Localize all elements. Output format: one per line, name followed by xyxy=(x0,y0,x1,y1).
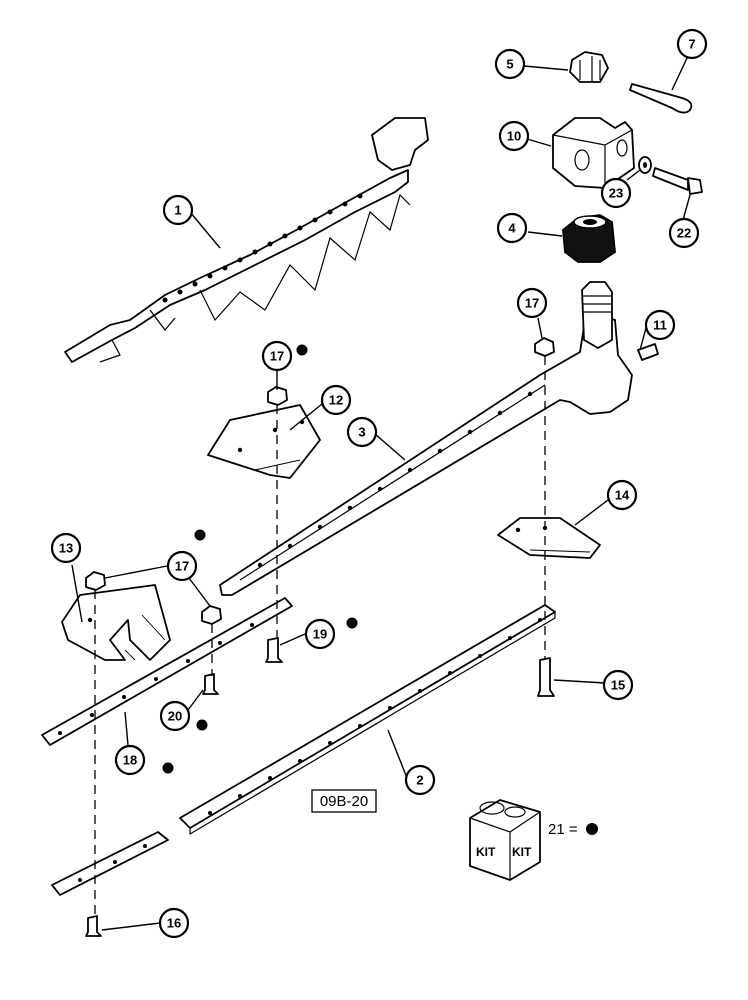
callout-number: 23 xyxy=(609,186,623,201)
knife-section-right xyxy=(497,517,601,559)
callout-18: 18 xyxy=(114,744,146,776)
sickle-assembly xyxy=(64,117,429,363)
clamp-block xyxy=(552,117,635,189)
nut-right xyxy=(534,337,555,357)
ledger-plate xyxy=(61,584,171,661)
callout-number: 17 xyxy=(175,559,189,574)
callout-7: 7 xyxy=(676,28,708,60)
back-bar-left xyxy=(41,597,293,746)
callout-13: 13 xyxy=(50,532,82,564)
callout-number: 17 xyxy=(525,296,539,311)
callout-number: 13 xyxy=(59,541,73,556)
main-bar-holes xyxy=(208,618,542,815)
callout-5: 5 xyxy=(494,48,526,80)
washer xyxy=(638,156,652,174)
hex-bolt xyxy=(652,167,703,195)
back-bar-left-holes xyxy=(58,623,254,735)
callout-number: 10 xyxy=(507,129,521,144)
alignment-lines xyxy=(94,356,546,918)
bar-holes xyxy=(257,391,533,568)
callout-10: 10 xyxy=(498,120,530,152)
kit-legend-bullet xyxy=(586,823,598,835)
callout-number: 22 xyxy=(677,226,691,241)
knife-section-upper xyxy=(207,404,321,479)
bar-extension xyxy=(51,831,169,896)
callout-number: 2 xyxy=(416,773,423,788)
castle-nut xyxy=(569,51,609,83)
callout-number: 7 xyxy=(688,37,695,52)
callout-number: 18 xyxy=(123,753,137,768)
rivet-15 xyxy=(537,657,555,697)
callout-3: 3 xyxy=(346,416,378,448)
callout-22: 22 xyxy=(668,217,700,249)
callout-number: 4 xyxy=(508,221,516,236)
callout-number: 14 xyxy=(615,488,630,503)
callout-number: 15 xyxy=(611,678,625,693)
kit-label-left: KIT xyxy=(476,845,496,859)
callout-number: 12 xyxy=(329,393,343,408)
grease-fitting xyxy=(637,343,659,361)
callout-19: 19 xyxy=(304,618,336,650)
nut-upper xyxy=(267,386,288,406)
callout-11: 11 xyxy=(644,309,676,341)
callout-17: 17 xyxy=(166,550,198,582)
main-bar xyxy=(179,604,556,836)
figure-reference-text: 09B-20 xyxy=(320,793,368,810)
callout-number: 5 xyxy=(506,57,513,72)
kit-label-right: KIT xyxy=(512,845,532,859)
figure-reference: 09B-20 xyxy=(311,789,377,813)
kit-legend-text: 21 = xyxy=(548,821,578,838)
callout-20: 20 xyxy=(159,700,191,732)
kit-markers xyxy=(162,344,358,774)
callout-16: 16 xyxy=(158,907,190,939)
sickle-head-bar xyxy=(219,281,633,596)
callout-1: 1 xyxy=(162,194,194,226)
callout-17: 17 xyxy=(516,287,548,319)
callout-4: 4 xyxy=(496,212,528,244)
callout-number: 11 xyxy=(653,318,667,333)
rivet-20 xyxy=(202,673,219,695)
callout-number: 1 xyxy=(174,203,181,218)
leader-lines xyxy=(71,55,691,931)
callout-14: 14 xyxy=(606,479,638,511)
callout-number: 17 xyxy=(270,349,284,364)
callout-2: 2 xyxy=(404,764,436,796)
callout-number: 20 xyxy=(168,709,182,724)
rivet-19 xyxy=(265,637,283,663)
nut-left xyxy=(85,571,106,591)
rivet-16 xyxy=(85,915,102,937)
callout-12: 12 xyxy=(320,384,352,416)
cotter-pin xyxy=(629,83,693,114)
kit-box: KIT KIT xyxy=(469,799,541,881)
callout-number: 19 xyxy=(313,627,327,642)
callout-15: 15 xyxy=(602,669,634,701)
callout-number: 3 xyxy=(358,425,365,440)
callout-17: 17 xyxy=(261,340,293,372)
callout-number: 16 xyxy=(167,916,181,931)
nut-center xyxy=(201,605,222,625)
callout-23: 23 xyxy=(600,177,632,209)
tapered-bushing xyxy=(562,214,616,263)
sickle-rivets xyxy=(162,193,363,303)
